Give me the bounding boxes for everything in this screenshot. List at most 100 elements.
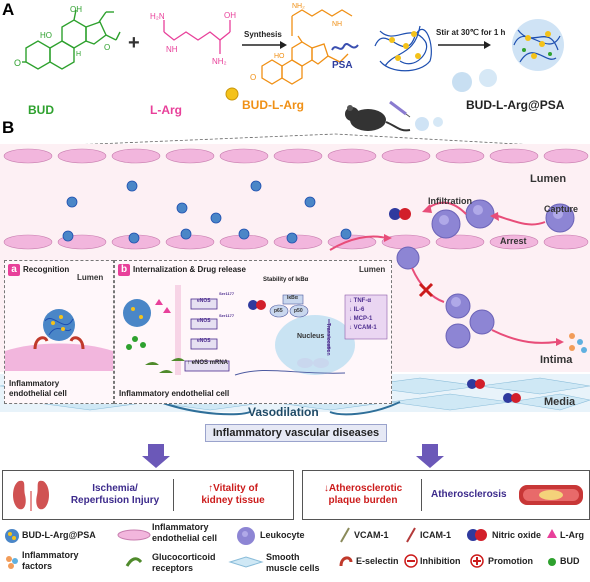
translocation-label: Translocation xyxy=(325,323,331,356)
larg-h2n-label: H₂N xyxy=(150,12,165,21)
enos-box-2: eNOS xyxy=(197,318,211,324)
enos-box-1: eNOS xyxy=(197,298,211,304)
infiltration-label: Infiltration xyxy=(428,196,472,206)
budlarg-ho-label: HO xyxy=(274,53,285,60)
artery-icon xyxy=(519,485,583,505)
subpanel-a-lumen: Lumen xyxy=(77,273,104,282)
ser1177-label-1: Ser1177 xyxy=(219,291,235,296)
vasodilation-label: Vasodilation xyxy=(248,405,319,419)
legend-smc-line1: Smooth xyxy=(266,552,300,562)
legend-icam: ICAM-1 xyxy=(420,530,451,540)
legend-larg: L-Arg xyxy=(560,530,584,540)
kidney-box: Ischemia/ Reperfusion Injury ↑Vitality o… xyxy=(2,470,294,520)
cytokine-mcp1: ↓ MCP-1 xyxy=(349,316,373,322)
legend-factors-line1: Inflammatory xyxy=(22,550,79,560)
legend-no-icon xyxy=(467,529,487,541)
subpanel-b-letter: b xyxy=(118,264,130,276)
bud-ho-label: HO xyxy=(40,31,52,40)
larg-oh-label: OH xyxy=(224,11,236,20)
legend-factors-icon xyxy=(6,556,18,569)
legend-eselectin-icon xyxy=(339,556,353,567)
panel-b-letter: B xyxy=(2,118,15,137)
kidney-vitality-line1: ↑Vitality of xyxy=(208,483,258,494)
psa-label: PSA xyxy=(332,60,353,71)
legend-smc-line2: muscle cells xyxy=(266,563,320,573)
bud-o-label: O xyxy=(14,58,21,68)
atherosclerosis-label: Atherosclerosis xyxy=(431,489,507,500)
cytokine-dots xyxy=(569,333,587,353)
budlarg-label: BUD-L-Arg xyxy=(242,98,304,112)
legend-inhibition-icon xyxy=(404,554,418,568)
legend-vcam-icon xyxy=(340,527,350,543)
disease-arrows xyxy=(142,444,444,468)
capture-label: Capture xyxy=(544,204,579,214)
legend-leuko-icon xyxy=(237,527,255,545)
subpanel-b-cell-label: Inflammatory endothelial cell xyxy=(119,389,230,398)
subpanel-b-title: Internalization & Drug release xyxy=(133,265,246,274)
legend-bud: BUD xyxy=(560,556,580,566)
kidney-icon xyxy=(13,480,49,511)
enos-box-3: eNOS xyxy=(197,338,211,344)
subpanel-a: a Recognition Lumen Inflammatory endothe… xyxy=(4,260,114,404)
legend-factors: Inflammatory factors xyxy=(22,550,79,572)
legend-gluco-line1: Glucocorticoid xyxy=(152,552,216,562)
kidney-vitality-line2: kidney tissue xyxy=(201,495,265,506)
subpanel-a-cell-line2: endothelial cell xyxy=(9,389,67,398)
legend-promotion-icon xyxy=(470,554,484,568)
legend-eselectin: E-selectin xyxy=(356,556,399,566)
stir-label: Stir at 30℃ for 1 h xyxy=(436,28,506,37)
product-nanoparticle xyxy=(512,19,564,71)
subpanel-a-cell-line1: Inflammatory xyxy=(9,379,60,388)
legend-vcam: VCAM-1 xyxy=(354,530,389,540)
nanoparticle-cluster-small xyxy=(452,69,497,92)
legend-nano-icon xyxy=(5,529,19,543)
budlarg-o-label: O xyxy=(250,73,256,82)
legend-endo-line2: endothelial cell xyxy=(152,533,218,543)
subpanel-a-title: Recognition xyxy=(23,265,70,274)
cytokine-tnf: ↓ TNF-α xyxy=(349,298,372,304)
legend-endo-icon xyxy=(117,529,151,541)
legend-larg-icon xyxy=(547,529,557,538)
legend-inhibition: Inhibition xyxy=(420,556,461,566)
divider-right xyxy=(421,479,422,511)
cytokine-vcam1: ↓ VCAM-1 xyxy=(349,325,377,331)
plaque-burden-label: ↓Atherosclerotic plaque burden xyxy=(311,483,415,507)
product-label: BUD-L-Arg@PSA xyxy=(466,98,565,112)
psa-network xyxy=(374,25,432,72)
legend-no: Nitric oxide xyxy=(492,530,542,540)
larg-nh-label: NH xyxy=(166,45,178,54)
mouse-injection-icon xyxy=(345,100,411,132)
subpanel-b-lumen: Lumen xyxy=(359,265,386,274)
recognition-illustration xyxy=(5,309,113,371)
intima-label: Intima xyxy=(540,354,573,366)
legend-nano: BUD-L-Arg@PSA xyxy=(22,530,96,540)
budlarg-structure: NH₂ NH O HO xyxy=(250,3,353,85)
bud-label: BUD xyxy=(28,103,54,117)
disease-title: Inflammatory vascular diseases xyxy=(212,427,380,439)
legend-smc-icon xyxy=(228,556,264,568)
atherosclerosis-box: ↓Atherosclerotic plaque burden Atheroscl… xyxy=(302,470,590,520)
legend-gluco-icon xyxy=(125,557,143,567)
lumen-nanoparticles xyxy=(62,180,352,244)
budlarg-dot-icon xyxy=(225,87,239,101)
plus-sign: + xyxy=(128,32,140,54)
arrest-label: Arrest xyxy=(500,236,527,246)
stir-arrow xyxy=(438,41,491,49)
legend-gluco-line2: receptors xyxy=(152,563,194,573)
synthesis-label: Synthesis xyxy=(244,30,282,39)
internalization-illustration xyxy=(123,285,388,376)
larg-structure: H₂N NH NH₂ OH xyxy=(150,11,236,66)
legend-icam-icon xyxy=(406,527,416,543)
budlarg-nh2-label: NH₂ xyxy=(292,3,305,10)
kidney-vitality-label: ↑Vitality of kidney tissue xyxy=(183,483,283,507)
endothelium-top xyxy=(3,148,589,164)
enos-mrna-label: ↑ eNOS mRNA xyxy=(187,360,229,366)
legend-factors-line2: factors xyxy=(22,561,53,571)
legend-smc: Smooth muscle cells xyxy=(266,552,320,574)
ischemia-label: Ischemia/ Reperfusion Injury xyxy=(65,483,165,507)
injected-particles xyxy=(415,117,443,131)
legend-bud-icon xyxy=(548,558,556,566)
larg-nh2-label: NH₂ xyxy=(212,57,227,66)
legend-leuko: Leukocyte xyxy=(260,530,305,540)
legend-endo: Inflammatory endothelial cell xyxy=(152,522,217,544)
